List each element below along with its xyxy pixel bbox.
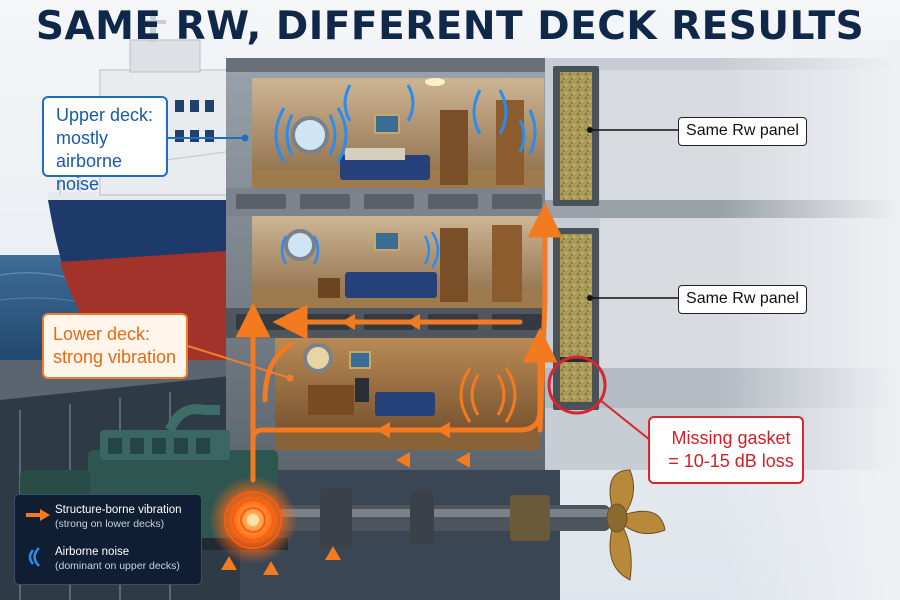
legend-airborne-label: Airborne noise [55, 546, 130, 558]
porthole-upper [291, 116, 329, 154]
structure-borne-arrow-icon [26, 509, 50, 521]
same-rw-panel-label-upper: Same Rw panel [678, 117, 807, 146]
lower-deck-callout: Lower deck: strong vibration [42, 313, 188, 379]
missing-gasket-callout-line2: = 10-15 dB loss [668, 451, 794, 471]
chair [355, 378, 369, 402]
bed-upper [340, 155, 430, 180]
vibration-waves-lower [459, 367, 517, 423]
airborne-waves-middle [280, 231, 440, 269]
same-rw-panel-label-middle: Same Rw panel [678, 285, 807, 314]
missing-gasket-callout-line1: Missing gasket [671, 428, 791, 448]
missing-gasket-callout: Missing gasket = 10-15 dB loss [648, 416, 804, 484]
legend-structure-borne-sub: (strong on lower decks) [55, 518, 165, 530]
desk [308, 385, 354, 415]
legend: Structure-borne vibration (strong on low… [14, 494, 202, 585]
propeller [606, 469, 666, 581]
lower-deck-callout-line1: Lower deck: [53, 324, 151, 344]
bed-middle [345, 272, 437, 298]
gasket-highlight-circle [547, 355, 607, 415]
upper-deck-callout-line1: Upper deck: [56, 105, 154, 125]
vibration-paths [235, 202, 563, 483]
propeller-shaft [280, 488, 610, 548]
bed-lower [375, 392, 435, 416]
panel-insulation-middle [560, 234, 592, 358]
upper-deck-callout: Upper deck: mostly airborne noise [42, 96, 168, 194]
upper-deck-callout-line2: mostly [56, 128, 109, 148]
vibration-arrowheads-small [221, 314, 470, 575]
panel-insulation-upper [560, 72, 592, 200]
legend-airborne: Airborne noise (dominant on upper decks) [55, 545, 180, 573]
lower-deck-callout-line2: strong vibration [53, 347, 177, 367]
upper-deck-callout-line3: airborne noise [56, 151, 123, 194]
airborne-wave-icon [28, 547, 40, 567]
page-title: SAME RW, DIFFERENT DECK RESULTS [35, 4, 865, 49]
porthole-lower [303, 343, 333, 373]
airborne-waves-upper [274, 84, 537, 163]
legend-structure-borne: Structure-borne vibration (strong on low… [55, 503, 182, 531]
legend-airborne-sub: (dominant on upper decks) [55, 560, 180, 572]
porthole-middle [284, 229, 316, 261]
legend-structure-borne-label: Structure-borne vibration [55, 504, 182, 516]
